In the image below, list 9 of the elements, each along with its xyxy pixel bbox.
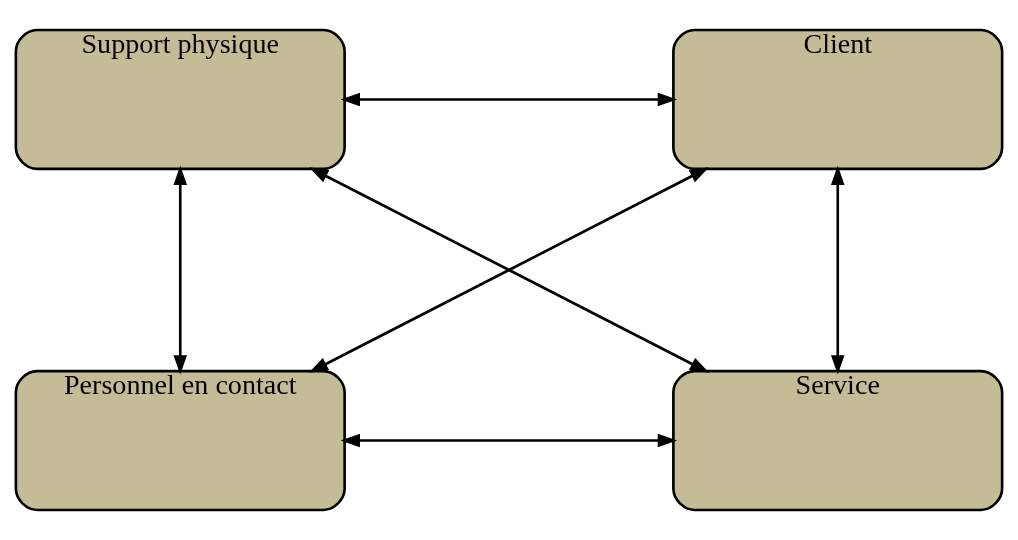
arrow — [830, 165, 845, 375]
node-box: Service — [672, 369, 1004, 512]
arrow — [173, 165, 188, 375]
node-box: Client — [672, 28, 1004, 171]
arrow — [340, 433, 678, 448]
node-box: Personnel en contact — [14, 369, 346, 512]
arrow — [308, 167, 710, 373]
node-box: Support physique — [14, 28, 346, 171]
arrow — [340, 92, 678, 107]
